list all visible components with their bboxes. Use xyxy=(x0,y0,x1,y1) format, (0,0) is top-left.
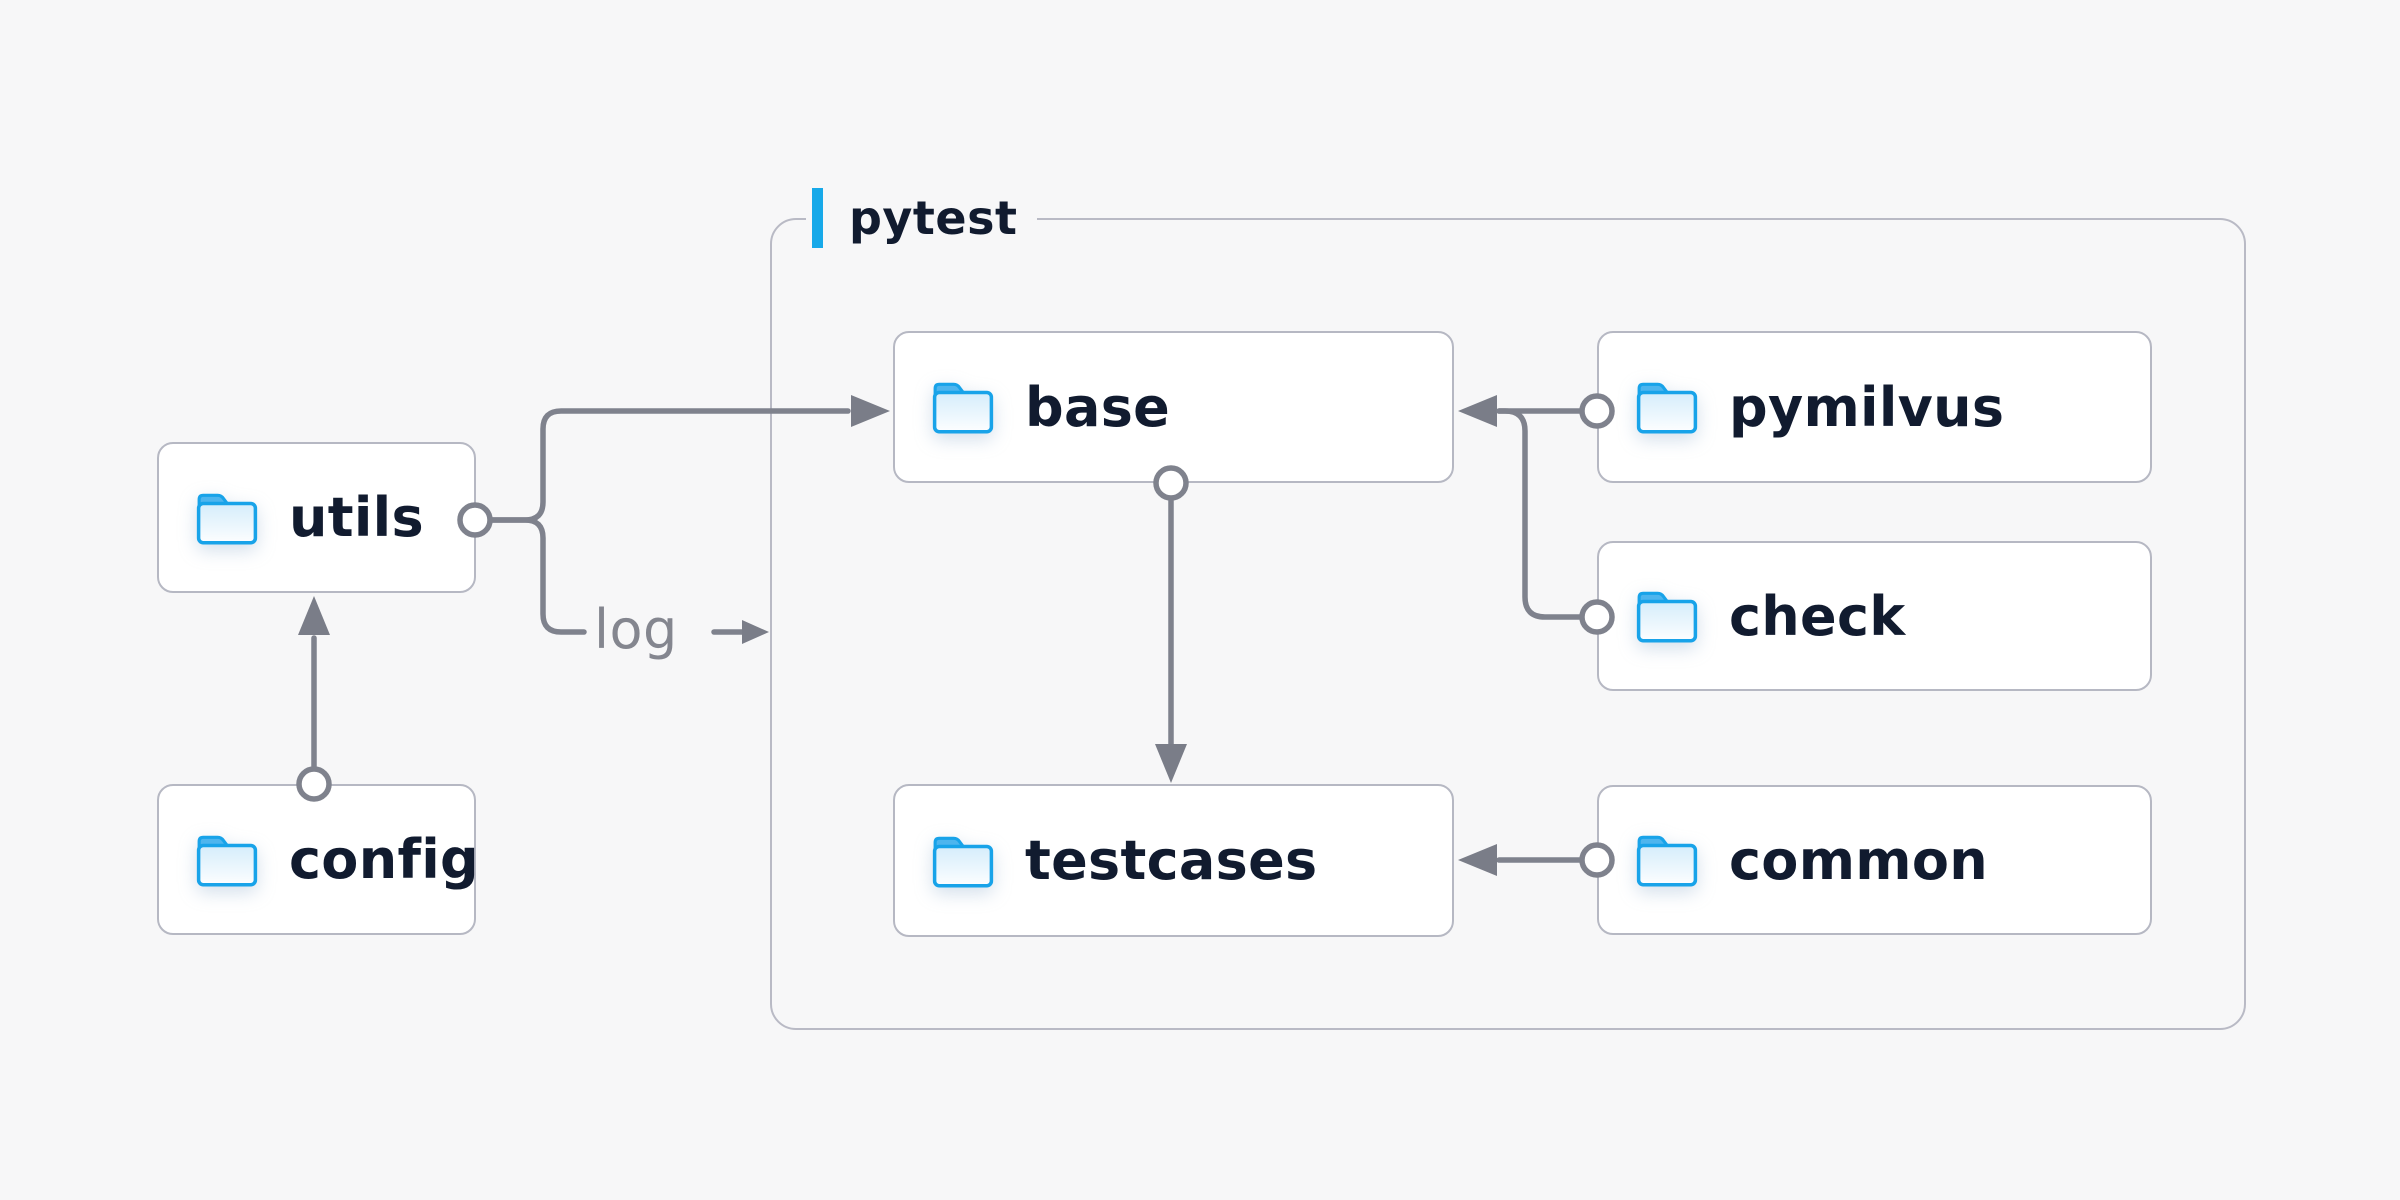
node-common: common xyxy=(1597,785,2152,935)
node-label: config xyxy=(289,828,480,891)
accent-bar-icon xyxy=(812,188,823,248)
pytest-group-label: pytest xyxy=(806,178,1038,258)
folder-icon xyxy=(932,382,994,434)
node-label: common xyxy=(1729,828,1988,892)
node-label: utils xyxy=(289,486,424,549)
folder-icon xyxy=(196,835,258,887)
node-label: base xyxy=(1025,375,1171,439)
folder-icon xyxy=(932,836,994,888)
node-label: check xyxy=(1729,584,1906,648)
edge-label-log: log xyxy=(594,597,678,661)
folder-icon xyxy=(196,493,258,545)
folder-icon xyxy=(1636,835,1698,887)
node-pymilvus: pymilvus xyxy=(1597,331,2152,483)
node-check: check xyxy=(1597,541,2152,691)
node-utils: utils xyxy=(157,442,476,593)
pytest-group-container xyxy=(770,218,2246,1030)
folder-icon xyxy=(1636,382,1698,434)
node-base: base xyxy=(893,331,1454,483)
node-label: pymilvus xyxy=(1729,375,2005,439)
folder-icon xyxy=(1636,591,1698,643)
node-config: config xyxy=(157,784,480,935)
edge-config-to-utils xyxy=(296,596,332,802)
node-label: testcases xyxy=(1025,829,1318,892)
node-testcases: testcases xyxy=(893,784,1454,937)
group-title: pytest xyxy=(849,191,1018,245)
